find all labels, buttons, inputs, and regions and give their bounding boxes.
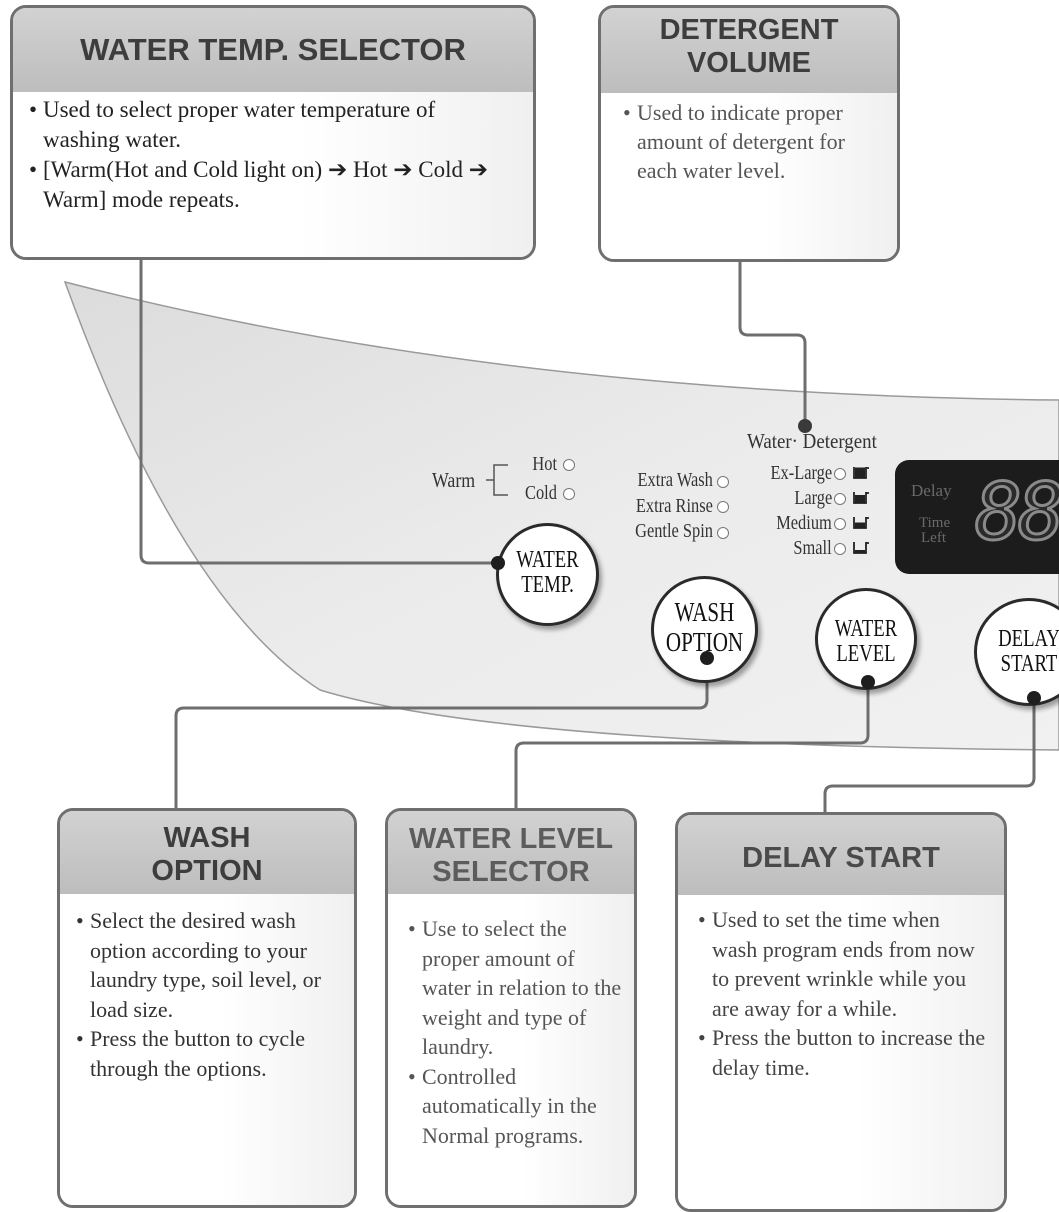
bullet-item: Use to select the proper amount of water… <box>408 914 626 1062</box>
bullet-item: Press the button to increase the delay t… <box>698 1023 990 1082</box>
leader-detergent <box>738 262 807 426</box>
button-label: WATER <box>516 547 579 573</box>
detergent-cup-quarter-icon <box>853 542 869 554</box>
bullet-item: [Warm(Hot and Cold light on) ➔ Hot ➔ Col… <box>29 155 517 215</box>
water-detergent-header: Water· Detergent <box>747 429 877 454</box>
leader-dots <box>798 419 812 433</box>
leader-wash-option <box>174 660 709 810</box>
title-line: WATER LEVEL <box>408 823 614 855</box>
display-left-label: Left <box>921 530 946 546</box>
delay-start-button[interactable]: DELAY START <box>974 598 1059 706</box>
level-large-label: Large <box>794 487 832 509</box>
digital-display: Delay Time Left 88 <box>895 460 1059 574</box>
extra-wash-led <box>717 476 729 488</box>
detergent-cup-full-icon <box>853 467 869 479</box>
water-temp-button[interactable]: WATER TEMP. <box>496 523 599 626</box>
detergent-cup-three-quarter-icon <box>853 492 869 504</box>
title-line: SELECTOR <box>432 856 590 888</box>
title-line: DETERGENT <box>659 14 839 46</box>
ex-large-led <box>834 468 846 480</box>
detergent-cup-half-icon <box>853 517 869 529</box>
small-led <box>834 543 846 555</box>
leader-delay-start <box>823 698 1036 814</box>
hot-indicator-led <box>563 459 575 471</box>
button-label: LEVEL <box>836 641 896 667</box>
leader-lines <box>139 258 1036 814</box>
bullet-item: Select the desired wash option according… <box>76 906 344 1024</box>
bullet-item: Used to select proper water temperature … <box>29 95 517 155</box>
callout-body: Use to select the proper amount of water… <box>388 894 634 1205</box>
bullet-item: Press the button to cycle through the op… <box>76 1024 344 1083</box>
callout-delay-start: DELAY START Used to set the time when wa… <box>675 812 1007 1212</box>
warm-bracket <box>486 464 508 496</box>
callout-wash-option: WASH OPTION Select the desired wash opti… <box>57 808 357 1208</box>
title-line: WASH <box>163 822 251 854</box>
large-led <box>834 493 846 505</box>
button-label: START <box>1000 651 1058 677</box>
level-medium-label: Medium <box>776 512 832 534</box>
water-level-button[interactable]: WATER LEVEL <box>815 588 917 690</box>
gentle-spin-led <box>717 527 729 539</box>
leader-water-temp <box>139 258 498 565</box>
temp-warm-label: Warm <box>432 468 476 492</box>
option-extra-rinse-label: Extra Rinse <box>636 495 713 517</box>
callout-body: Used to set the time when wash program e… <box>678 895 1004 1209</box>
title-line: VOLUME <box>686 47 812 79</box>
level-ex-large-label: Ex-Large <box>770 462 832 484</box>
level-small-label: Small <box>793 537 832 559</box>
wash-option-button[interactable]: WASH OPTION <box>651 576 758 683</box>
callout-title: WATER LEVEL SELECTOR <box>388 811 634 894</box>
callout-title: DELAY START <box>678 815 1004 895</box>
button-label: TEMP. <box>521 572 574 598</box>
separator-dot: · <box>791 429 803 453</box>
bullet-item: Controlled automatically in the Normal p… <box>408 1062 626 1151</box>
callout-detergent-volume: DETERGENT VOLUME Used to indicate proper… <box>598 5 900 262</box>
button-label: WATER <box>834 616 898 642</box>
leader-water-level <box>514 683 870 810</box>
option-extra-wash-label: Extra Wash <box>637 469 713 491</box>
temp-cold-label: Cold <box>525 482 557 504</box>
cold-indicator-led <box>563 488 575 500</box>
callout-title: DETERGENT VOLUME <box>601 8 897 93</box>
temp-hot-label: Hot <box>532 453 557 475</box>
callout-title: WASH OPTION <box>60 811 354 894</box>
callout-water-level-selector: WATER LEVEL SELECTOR Use to select the p… <box>385 808 637 1208</box>
bullet-item: Used to indicate proper amount of deterg… <box>623 98 883 185</box>
button-label: DELAY <box>998 626 1059 652</box>
detergent-header: Detergent <box>802 429 877 453</box>
display-delay-label: Delay <box>911 481 952 500</box>
option-gentle-spin-label: Gentle Spin <box>635 520 713 542</box>
callout-title: WATER TEMP. SELECTOR <box>13 8 533 92</box>
callout-body: Used to indicate proper amount of deterg… <box>601 93 897 259</box>
title-line: OPTION <box>151 855 263 887</box>
medium-led <box>834 518 846 530</box>
bullet-item: Used to set the time when wash program e… <box>698 905 990 1023</box>
button-label: OPTION <box>665 627 744 657</box>
water-header: Water <box>747 429 792 453</box>
display-time-label: Time <box>919 515 951 531</box>
callout-body: Used to select proper water temperature … <box>13 92 533 257</box>
extra-rinse-led <box>717 501 729 513</box>
callout-body: Select the desired wash option according… <box>60 894 354 1205</box>
callout-water-temp-selector: WATER TEMP. SELECTOR Used to select prop… <box>10 5 536 260</box>
display-digits: 88 <box>974 467 1059 560</box>
button-label: WASH <box>674 597 735 627</box>
